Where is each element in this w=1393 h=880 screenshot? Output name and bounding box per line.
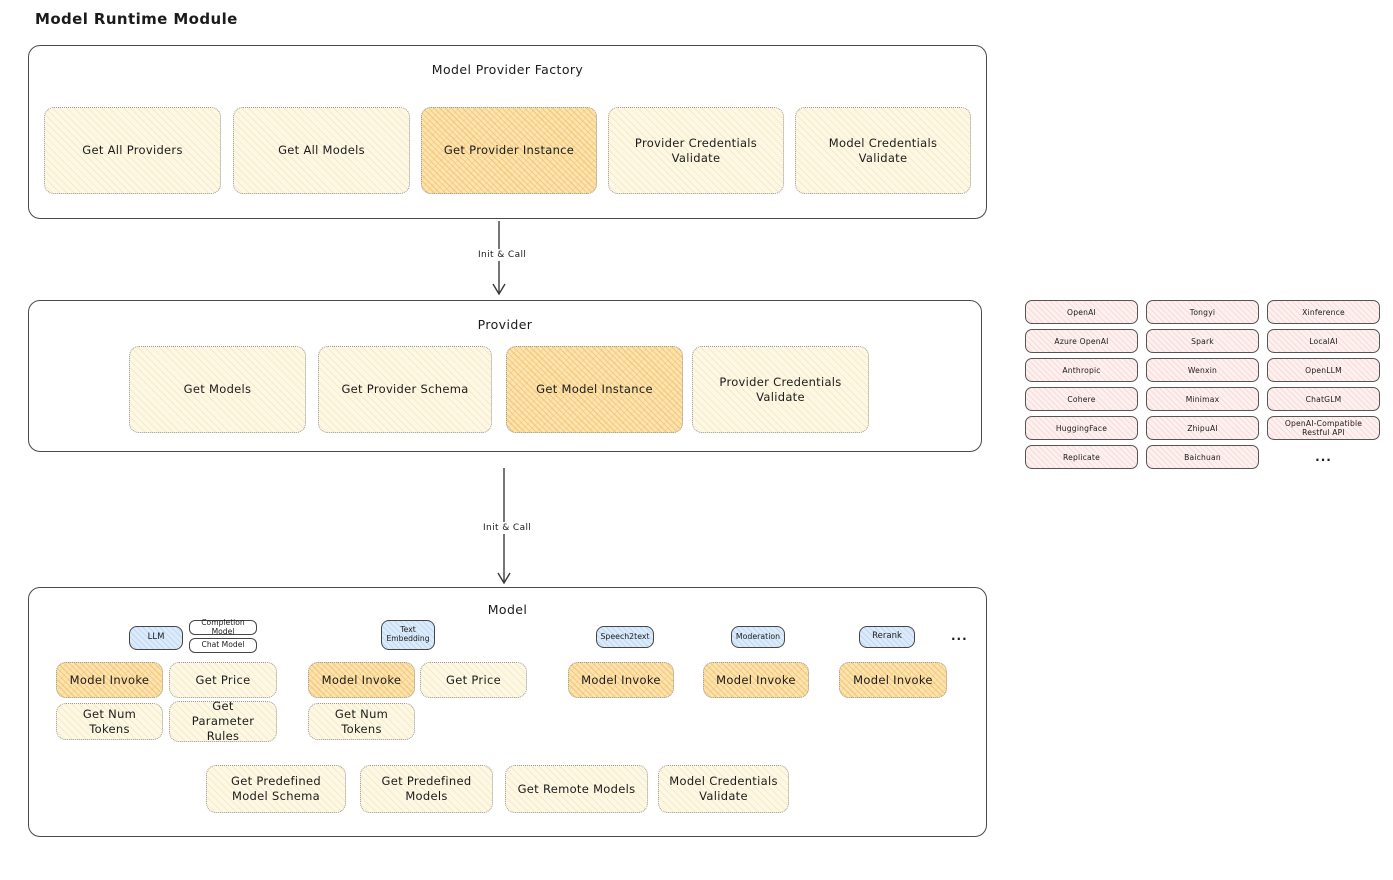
provider-huggingface: HuggingFace (1025, 416, 1138, 440)
node-llm-get-price: Get Price (169, 662, 277, 698)
tag-llm: LLM (129, 626, 183, 650)
tag-chat-model: Chat Model (189, 638, 257, 653)
node-model-credentials-validate-2: Model Credentials Validate (658, 765, 789, 813)
tag-moderation: Moderation (731, 626, 785, 648)
node-get-remote-models: Get Remote Models (505, 765, 648, 813)
node-speech2text-model-invoke: Model Invoke (568, 662, 674, 698)
node-get-provider-schema: Get Provider Schema (318, 346, 492, 433)
provider-chatglm: ChatGLM (1267, 387, 1380, 411)
node-embedding-model-invoke: Model Invoke (308, 662, 415, 698)
node-provider-credentials-validate-2: Provider Credentials Validate (692, 346, 869, 433)
provider-tongyi: Tongyi (1146, 300, 1259, 324)
node-model-credentials-validate: Model Credentials Validate (795, 107, 971, 194)
node-provider-credentials-validate: Provider Credentials Validate (608, 107, 784, 194)
provider-container: Provider Get Models Get Provider Schema … (28, 300, 996, 466)
provider-wenxin: Wenxin (1146, 358, 1259, 382)
provider-spark: Spark (1146, 329, 1259, 353)
provider-localai: LocalAI (1267, 329, 1380, 353)
node-get-model-instance: Get Model Instance (506, 346, 683, 433)
provider-zhipuai: ZhipuAI (1146, 416, 1259, 440)
factory-container: Model Provider Factory Get All Providers… (28, 45, 987, 219)
model-title: Model (487, 602, 528, 617)
provider-replicate: Replicate (1025, 445, 1138, 469)
init-call-label-1: Init & Call (475, 249, 530, 261)
provider-azure-openai: Azure OpenAI (1025, 329, 1138, 353)
node-get-predefined-models: Get Predefined Models (360, 765, 493, 813)
provider-title: Provider (477, 317, 533, 332)
factory-title: Model Provider Factory (431, 62, 584, 77)
node-get-models: Get Models (129, 346, 306, 433)
init-call-label-2: Init & Call (480, 522, 535, 534)
provider-openai: OpenAI (1025, 300, 1138, 324)
node-embedding-get-price: Get Price (420, 662, 527, 698)
page-title: Model Runtime Module (35, 10, 238, 28)
provider-cohere: Cohere (1025, 387, 1138, 411)
tag-completion-model: Completion Model (189, 618, 257, 635)
provider-xinference: Xinference (1267, 300, 1380, 324)
node-moderation-model-invoke: Model Invoke (703, 662, 809, 698)
node-llm-model-invoke: Model Invoke (56, 662, 163, 698)
model-container: Model LLM Completion Model Chat Model Te… (28, 587, 1001, 851)
provider-openllm: OpenLLM (1267, 358, 1380, 382)
tag-rerank: Rerank (859, 626, 915, 648)
node-get-provider-instance: Get Provider Instance (421, 107, 597, 194)
node-get-all-models: Get All Models (233, 107, 410, 194)
provider-more-ellipsis: ... (1315, 450, 1332, 464)
node-rerank-model-invoke: Model Invoke (839, 662, 947, 698)
provider-openai-compatible: OpenAI-Compatible Restful API (1267, 416, 1380, 440)
node-llm-get-parameter-rules: Get Parameter Rules (169, 699, 277, 743)
tags-more-ellipsis: ... (951, 629, 968, 643)
node-embedding-get-num-tokens: Get Num Tokens (308, 703, 415, 740)
provider-baichuan: Baichuan (1146, 445, 1259, 469)
provider-list: OpenAI Tongyi Xinference Azure OpenAI Sp… (1025, 300, 1380, 469)
tag-speech2text: Speech2text (596, 626, 654, 648)
provider-anthropic: Anthropic (1025, 358, 1138, 382)
tag-text-embedding: Text Embedding (381, 620, 435, 650)
node-get-all-providers: Get All Providers (44, 107, 221, 194)
provider-minimax: Minimax (1146, 387, 1259, 411)
node-get-predefined-model-schema: Get Predefined Model Schema (206, 765, 346, 813)
node-llm-get-num-tokens: Get Num Tokens (56, 703, 163, 740)
